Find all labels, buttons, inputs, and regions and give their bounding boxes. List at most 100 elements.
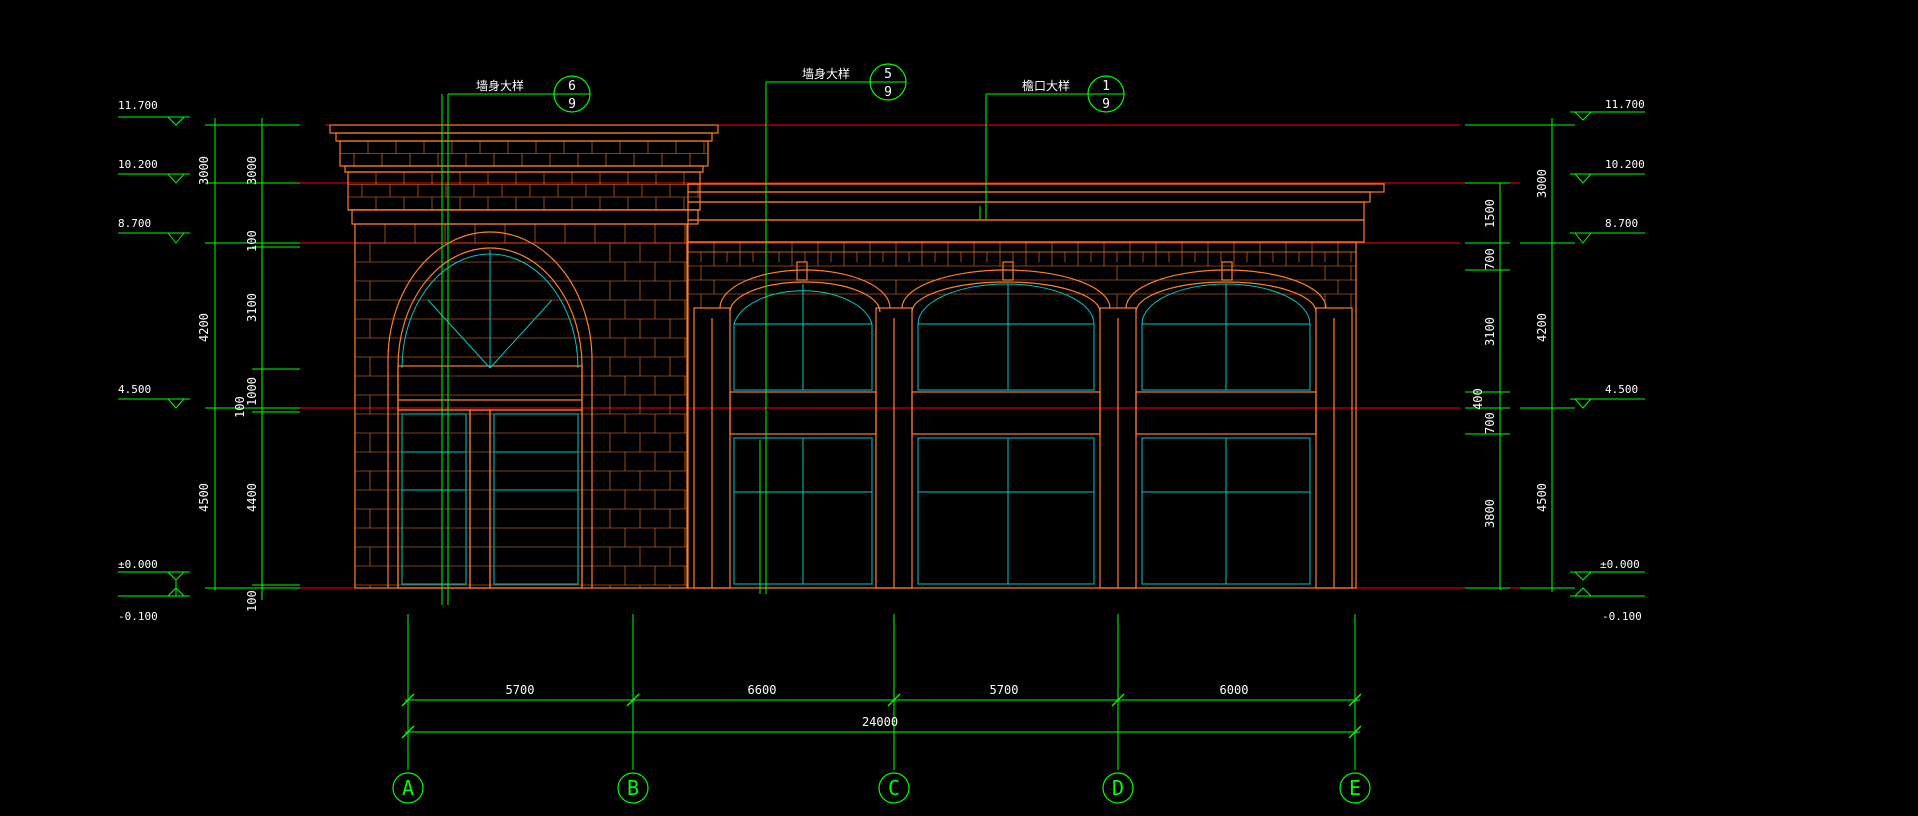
axis-bubble-a: A (392, 772, 424, 804)
left-elev-11700: 11.700 (118, 99, 158, 112)
bottom-dim-d-e: 6000 (1220, 683, 1249, 697)
right-block-cornice-4 (687, 219, 1365, 243)
callout-sheet-number: 9 (1102, 97, 1110, 112)
callout-sheet-number: 9 (884, 85, 892, 100)
callout-label: 檐口大样 (1022, 78, 1070, 93)
axis-label-c: C (888, 776, 900, 800)
left-fanlight-rib-3 (489, 299, 553, 369)
left-tower-cornice-top (329, 124, 719, 134)
axis-bubble-circle (617, 772, 649, 804)
window-3-arch-glass (1141, 283, 1311, 391)
axis-bubble-circle (878, 772, 910, 804)
arch-2-outer (901, 269, 1111, 309)
axis-label-d: D (1112, 776, 1124, 800)
left-outer-dim-0: 3000 (197, 156, 211, 185)
left-tower-cornice-2 (335, 132, 713, 142)
left-tower-cornice-4 (344, 165, 704, 173)
axis-bubble-e: E (1339, 772, 1371, 804)
detail-callouts: 墙身大样 6 9 墙身大样 5 9 檐口大样 1 9 (476, 63, 1125, 113)
right-inner-dim-4: 700 (1483, 412, 1497, 434)
axis-grid-bubbles: A B C D E (392, 772, 1371, 804)
axis-bubble-circle (1339, 772, 1371, 804)
axis-label-e: E (1349, 776, 1361, 800)
keystone-2 (1002, 261, 1014, 281)
axis-bubble-circle (1102, 772, 1134, 804)
arch-1-outer (719, 269, 891, 309)
left-arch-frame-outer (387, 231, 593, 588)
left-inner-dim-6: 100 (245, 590, 259, 612)
left-elev-0: ±0.000 (118, 558, 158, 571)
brick-pattern (339, 140, 1356, 588)
callout-detail-number: 6 (568, 79, 576, 94)
left-elev-8700: 8.700 (118, 217, 151, 230)
right-block-cornice-top (687, 183, 1385, 193)
right-outer-dim-2: 4500 (1535, 483, 1549, 512)
right-inner-dim-0: 1500 (1483, 199, 1497, 228)
left-elev-minus: -0.100 (118, 610, 158, 623)
left-elev-10200: 10.200 (118, 158, 158, 171)
right-inner-dim-3: 400 (1471, 388, 1485, 410)
callout-detail-number: 5 (884, 67, 892, 82)
left-outer-dim-1: 4200 (197, 313, 211, 342)
bottom-dim-total: 24000 (862, 715, 898, 729)
left-door-panel-left (397, 409, 471, 589)
axis-label-b: B (627, 776, 639, 800)
arch-1-inner (729, 281, 881, 313)
keystone-1 (796, 261, 808, 281)
annotation-lines (118, 81, 1645, 770)
left-door-mullion (469, 409, 491, 589)
window-1-arch-glass (733, 290, 873, 391)
vertical-dimension-labels: 3000 4200 4500 3000 100 3100 1000 100 44… (197, 156, 1549, 612)
left-fanlight-rib-2 (427, 299, 491, 369)
left-outer-dim-2: 4500 (197, 483, 211, 512)
callout-sheet-number: 9 (568, 97, 576, 112)
callout-wall-detail-2: 墙身大样 5 9 (802, 63, 907, 101)
window-2-arch-glass (917, 283, 1095, 391)
transom-band-1 (729, 391, 877, 435)
callout-detail-number: 1 (1102, 79, 1110, 94)
callout-eave-detail: 檐口大样 1 9 (1022, 75, 1125, 113)
callout-wall-detail-1: 墙身大样 6 9 (476, 75, 591, 113)
callout-label: 墙身大样 (802, 66, 850, 81)
right-block-frieze (687, 201, 1365, 221)
axis-bubble-c: C (878, 772, 910, 804)
right-elev-minus: -0.100 (1602, 610, 1642, 623)
right-block-cornice-2 (687, 191, 1371, 203)
left-inner-dim-3: 1000 (245, 377, 259, 406)
axis-bubble-circle (392, 772, 424, 804)
right-elev-8700: 8.700 (1605, 217, 1638, 230)
left-tower-cornice-5 (347, 171, 701, 211)
arch-3-inner (1135, 281, 1317, 313)
glazing (401, 250, 1311, 585)
bottom-dim-b-c: 6600 (748, 683, 777, 697)
left-door-glass-left (401, 413, 467, 585)
right-outer-dim-1: 4200 (1535, 313, 1549, 342)
dimension-ticks (401, 693, 1362, 739)
left-door-transom-bar (397, 365, 583, 411)
bottom-dimension-labels: 5700 6600 5700 6000 24000 (506, 683, 1249, 729)
right-outer-dim-0: 3000 (1535, 169, 1549, 198)
left-door-glass-right (493, 413, 579, 585)
left-inner-dim-5: 4400 (245, 483, 259, 512)
left-inner-dim-4: 100 (233, 396, 247, 418)
axis-bubble-b: B (617, 772, 649, 804)
left-elev-4500: 4.500 (118, 383, 151, 396)
left-door-panel-right (489, 409, 583, 589)
left-tower-body (354, 223, 688, 589)
arch-2-inner (911, 281, 1101, 313)
arch-3-outer (1125, 269, 1327, 309)
left-tower-cornice-6 (351, 209, 699, 225)
right-inner-dim-2: 3100 (1483, 317, 1497, 346)
bottom-dim-a-b: 5700 (506, 683, 535, 697)
right-elevation-labels: 11.700 10.200 8.700 4.500 ±0.000 -0.100 (1600, 98, 1645, 623)
left-elevation-labels: 11.700 10.200 8.700 4.500 ±0.000 -0.100 (118, 99, 158, 623)
right-elev-10200: 10.200 (1605, 158, 1645, 171)
transom-band-3 (1135, 391, 1317, 435)
left-arch-frame-inner (397, 247, 583, 588)
left-inner-dim-2: 3100 (245, 293, 259, 322)
right-elev-4500: 4.500 (1605, 383, 1638, 396)
right-elev-11700: 11.700 (1605, 98, 1645, 111)
right-inner-dim-5: 3800 (1483, 499, 1497, 528)
callout-label: 墙身大样 (476, 78, 524, 93)
axis-label-a: A (402, 776, 414, 800)
